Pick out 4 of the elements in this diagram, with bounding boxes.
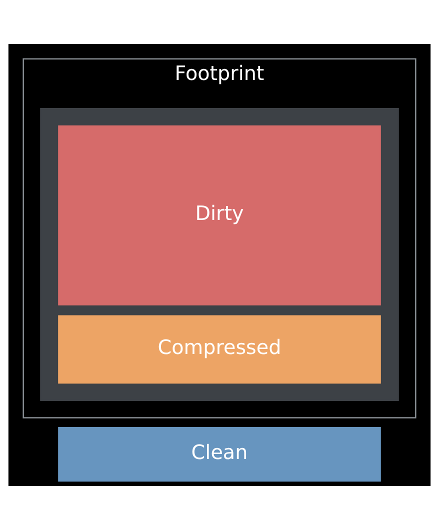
node-box: Clean xyxy=(58,426,381,482)
node-box: Dirty xyxy=(58,124,381,305)
cluster xyxy=(40,107,399,400)
node-box: Compressed xyxy=(58,314,381,384)
